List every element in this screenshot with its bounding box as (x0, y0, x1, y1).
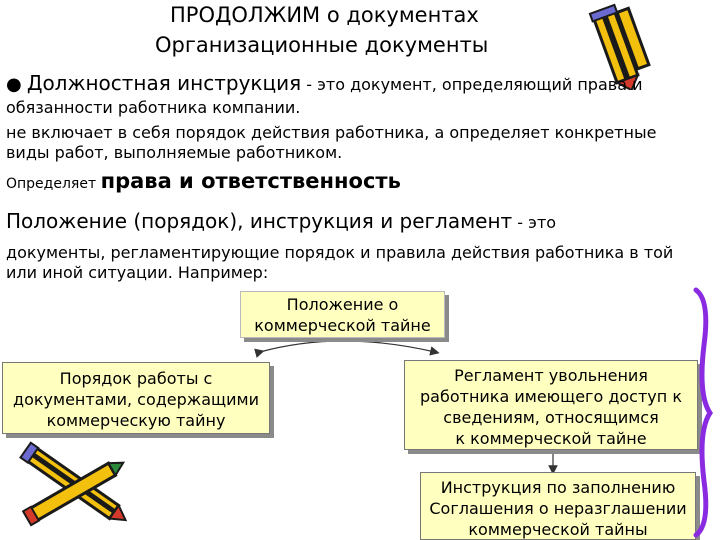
box-nda-line-1: Инструкция по заполнению (440, 478, 676, 497)
bracket-decoration (693, 287, 714, 538)
box-regulation-line-1: Положение о (286, 295, 399, 314)
box-dismissal-line-1: Регламент увольнения (454, 366, 648, 385)
box-regulation-line-2: коммерческой тайне (254, 316, 431, 335)
definition-line-1: ● Должностная инструкция - это документ,… (6, 71, 714, 95)
pencils-icon (19, 441, 128, 527)
box-dismissal-line-3: сведениям, относящимся (443, 408, 659, 427)
box-dismissal-regulation: Регламент увольнения работника имеющего … (404, 360, 698, 450)
section-heading: Положение (порядок), инструкция и реглам… (6, 209, 513, 233)
box-nda-line-3: коммерческой тайны (468, 520, 648, 539)
box-work-procedure-line-3: коммерческую тайну (46, 411, 226, 430)
box-dismissal-line-2: работника имеющего доступ к (420, 387, 682, 406)
definition-text: - это документ, определяющий права и (301, 75, 643, 94)
box-work-procedure-line-2: документами, содержащими (13, 390, 259, 409)
defines-line: Определяет права и ответственность (6, 169, 714, 194)
box-dismissal-line-4: к коммерческой тайне (455, 429, 647, 448)
section-heading-line: Положение (порядок), инструкция и реглам… (6, 209, 714, 233)
slide-title: ПРОДОЛЖИМ о документах (170, 3, 479, 27)
definition-line-2: обязанности работника компании. (6, 98, 301, 117)
box-nda-instruction: Инструкция по заполнению Соглашения о не… (420, 472, 696, 540)
box-regulation: Положение о коммерческой тайне (240, 291, 445, 338)
defines-prefix: Определяет (6, 176, 101, 192)
definition-line-4: виды работ, выполняемые работником. (6, 143, 343, 162)
defines-big: права и ответственность (100, 169, 401, 193)
box-work-procedure-line-1: Порядок работы с (59, 369, 213, 388)
term-job-instruction: Должностная инструкция (26, 71, 302, 95)
section-line-2: или иной ситуации. Например: (6, 263, 269, 282)
slide-subtitle: Организационные документы (155, 33, 489, 57)
pencil-icon (588, 3, 651, 90)
section-heading-rest: - это (512, 213, 557, 232)
box-nda-line-2: Соглашения о неразглашении (429, 499, 687, 518)
section-line-1: документы, регламентирующие порядок и пр… (6, 243, 674, 262)
center-to-sides-arrow (254, 340, 440, 358)
bullet-icon: ● (6, 74, 22, 95)
definition-line-3: не включает в себя порядок действия рабо… (6, 123, 657, 142)
box-work-procedure: Порядок работы с документами, содержащим… (2, 362, 270, 434)
